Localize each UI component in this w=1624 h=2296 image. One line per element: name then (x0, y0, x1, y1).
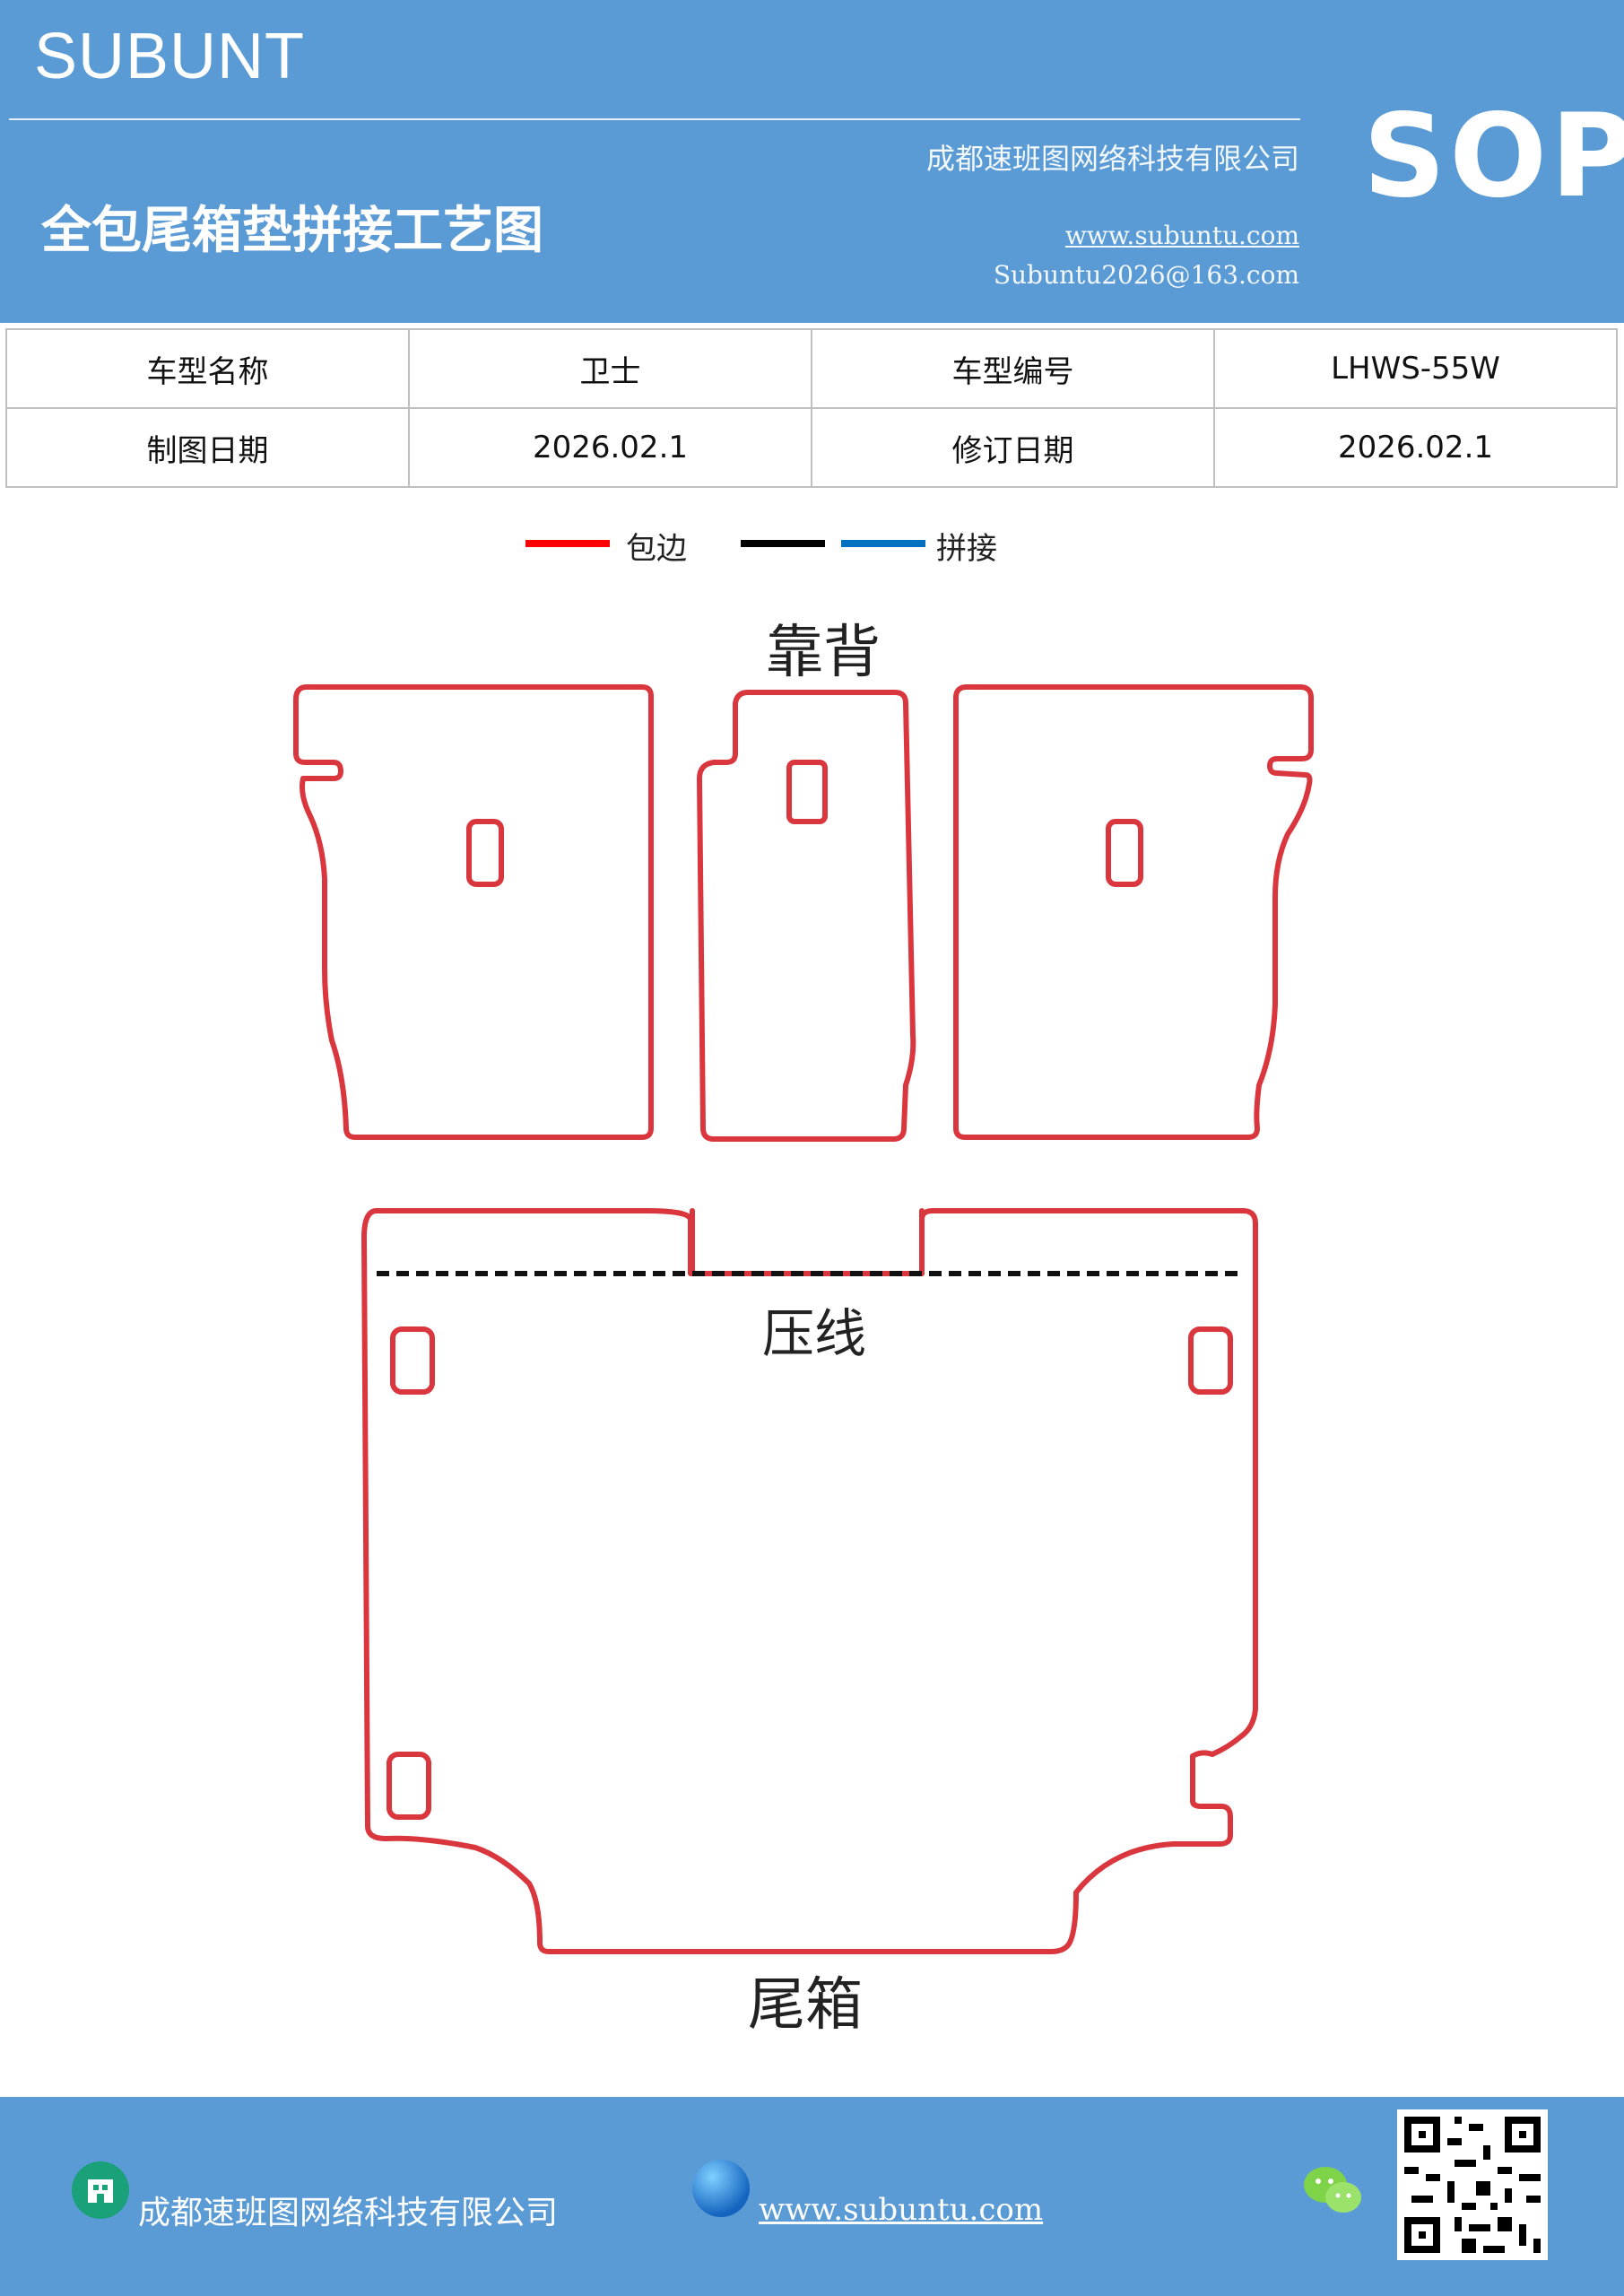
table-cell: LHWS-55W (1213, 328, 1618, 409)
right-backrest-slot (1106, 819, 1143, 887)
table-row: 车型名称 卫士 车型编号 LHWS-55W (5, 328, 1618, 409)
middle-backrest-panel (697, 690, 916, 1142)
legend-label-edging: 包边 (626, 531, 687, 567)
trunk-slot-top-left (390, 1326, 435, 1395)
crease-label: 压线 (762, 1303, 867, 1364)
qr-code (1397, 2109, 1548, 2260)
footer-website-link[interactable]: www.subuntu.com (759, 2192, 1044, 2228)
wechat-icon[interactable] (1302, 2163, 1365, 2217)
trunk-slot-top-right (1188, 1326, 1233, 1395)
left-backrest-slot (466, 819, 504, 887)
table-cell: 修订日期 (811, 407, 1215, 488)
header-divider (9, 118, 1300, 120)
header-banner: SUBUNT 成都速班图网络科技有限公司 全包尾箱垫拼接工艺图 www.subu… (0, 0, 1624, 323)
document-title: 全包尾箱垫拼接工艺图 (41, 202, 543, 260)
table-cell: 2026.02.1 (408, 407, 812, 488)
website-link[interactable]: www.subuntu.com (1064, 221, 1299, 250)
company-name: 成都速班图网络科技有限公司 (925, 142, 1299, 176)
mat-drawing (293, 684, 1314, 1954)
globe-icon (692, 2160, 750, 2217)
legend-label-splice: 拼接 (936, 531, 997, 567)
sop-badge: SOP (1363, 90, 1624, 223)
left-backrest-panel (293, 684, 654, 1140)
legend-line-splice (841, 540, 925, 547)
brand-name: SUBUNT (34, 21, 306, 92)
footer-company-name: 成都速班图网络科技有限公司 (138, 2195, 559, 2231)
trunk-mat-panel (361, 1208, 1258, 1954)
table-cell: 卫士 (408, 328, 812, 409)
backrest-label: 靠背 (766, 620, 881, 686)
legend-line-black (741, 540, 825, 547)
legend-line-edging (525, 540, 610, 547)
table-cell: 车型编号 (811, 328, 1215, 409)
table-cell: 制图日期 (5, 407, 410, 488)
right-backrest-panel (953, 684, 1314, 1140)
building-icon (72, 2161, 129, 2219)
email-address[interactable]: Subuntu2026@163.com (993, 260, 1299, 290)
table-row: 制图日期 2026.02.1 修订日期 2026.02.1 (5, 407, 1618, 488)
footer-banner: 成都速班图网络科技有限公司 www.subuntu.com (0, 2097, 1624, 2296)
vehicle-info-table: 车型名称 卫士 车型编号 LHWS-55W 制图日期 2026.02.1 修订日… (5, 328, 1618, 488)
table-cell: 车型名称 (5, 328, 410, 409)
middle-backrest-slot (786, 760, 828, 824)
trunk-slot-bottom-left (386, 1752, 431, 1820)
trunk-label: 尾箱 (748, 1972, 863, 2039)
table-cell: 2026.02.1 (1213, 407, 1618, 488)
line-legend: 包边 拼接 (0, 520, 1624, 574)
